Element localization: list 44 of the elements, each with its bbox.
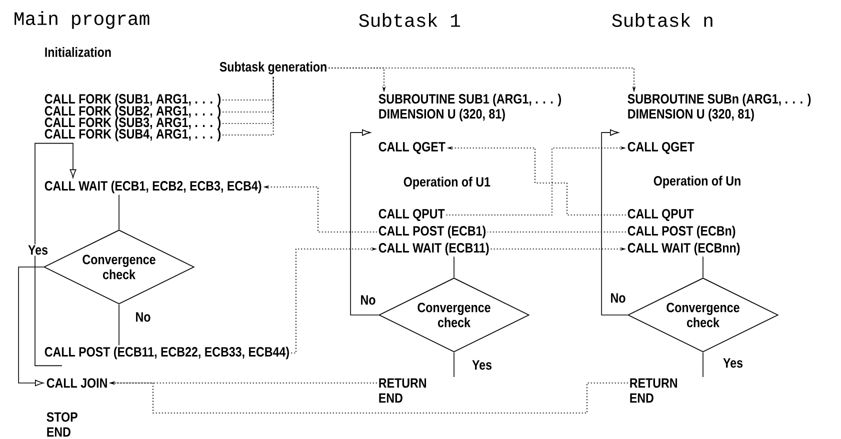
arrow	[601, 129, 628, 316]
code-line: CALL FORK (SUB4, ARG1, . . . )	[44, 128, 221, 142]
code-line: STOP	[46, 412, 78, 422]
code-line: CALL POST (ECBn)	[628, 226, 736, 238]
edge-label: Yes	[722, 357, 744, 369]
code-line: CALL JOIN	[46, 378, 107, 388]
code-line: CALL QGET	[378, 142, 446, 154]
step-label: Subtask generation	[220, 62, 326, 74]
code-line: END	[47, 427, 70, 437]
dotted-line	[222, 75, 274, 124]
code-line: RETURN END	[379, 378, 426, 403]
code-line: CALL WAIT (ECB1, ECB2, ECB3, ECB4)	[44, 180, 262, 194]
edge-label: Yes	[27, 244, 50, 256]
code-line: CALL FORK (SUB1, ARG1, . . . )	[44, 94, 221, 106]
code-line: CALL QPUT	[378, 208, 445, 222]
arrow	[34, 142, 76, 366]
edge-label: No	[134, 311, 152, 323]
edge-label: No	[609, 292, 627, 304]
code-line: SUBROUTINE SUBn (ARG1, . . . ) DIMENSION U (320, 81)	[628, 94, 811, 122]
edge-label: No	[359, 294, 377, 306]
code-line: CALL WAIT (ECBnn)	[628, 242, 740, 256]
arrow	[18, 266, 44, 386]
flow-line	[702, 256, 704, 278]
dotted-line	[222, 75, 274, 136]
code-line: CALL FORK (SUB2, ARG1, . . . )	[44, 106, 221, 118]
column-heading: Main program	[14, 11, 150, 29]
code-line: CALL QPUT	[628, 208, 694, 222]
edge-label: Yes	[471, 359, 493, 371]
column-heading: Subtask 1	[359, 13, 460, 27]
code-line: CALL WAIT (ECB11)	[378, 242, 489, 256]
code-line: RETURN END	[630, 378, 677, 403]
step-label: Operation of U1	[404, 176, 490, 190]
step-label: Initialization	[45, 47, 111, 57]
flow-line	[118, 304, 120, 346]
step-label: Operation of Un	[654, 176, 740, 188]
code-line: SUBROUTINE SUB1 (ARG1, . . . ) DIMENSION U (320, 81)	[378, 94, 561, 122]
code-line: CALL QGET	[628, 142, 694, 154]
column-heading: Subtask n	[612, 13, 712, 27]
code-line: CALL POST (ECB1)	[378, 226, 486, 238]
dotted-line	[222, 75, 274, 112]
flow-line	[118, 194, 120, 230]
code-line: CALL POST (ECB11, ECB22, ECB33, ECB44)	[44, 346, 289, 360]
arrow	[350, 129, 379, 316]
flow-line	[702, 352, 704, 378]
